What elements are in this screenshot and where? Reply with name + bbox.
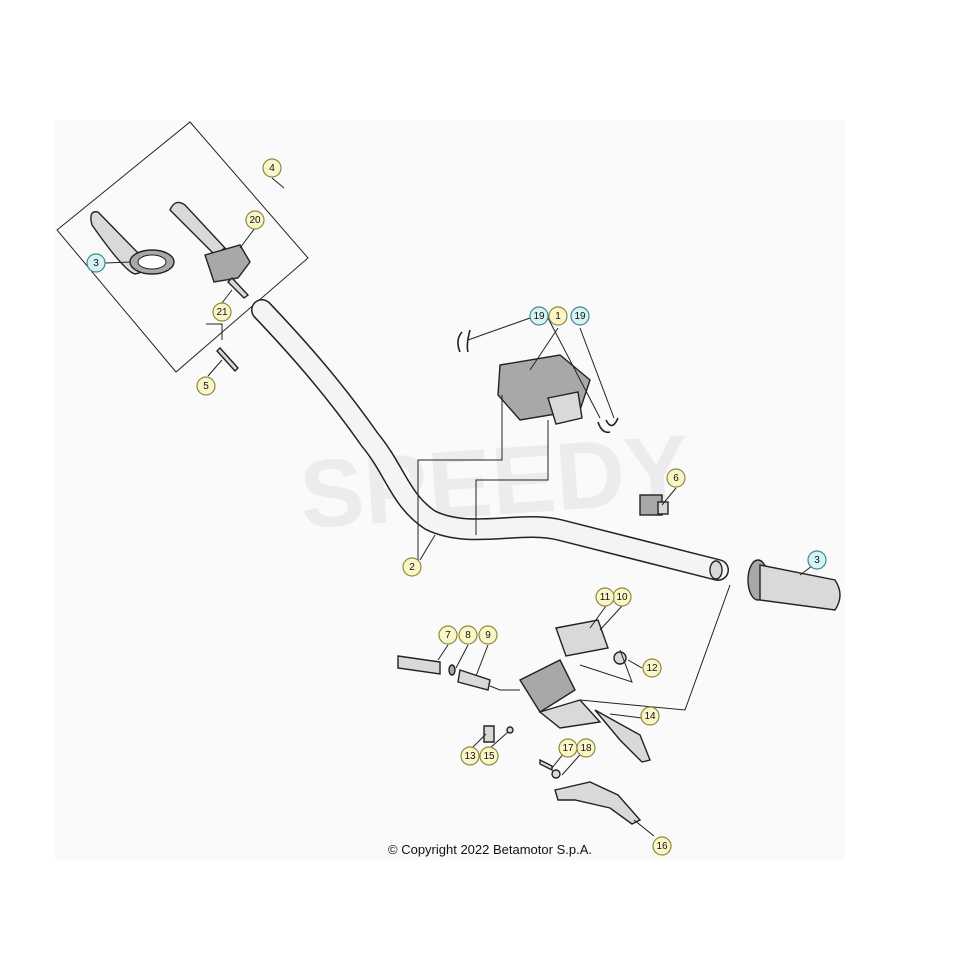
callout-circle	[438, 625, 458, 645]
callout-16: 16	[652, 836, 672, 856]
pin-part	[216, 346, 239, 373]
callout-circle	[640, 706, 660, 726]
callout-label: 15	[483, 751, 495, 762]
callout-label: 4	[269, 163, 275, 174]
callout-21: 21	[212, 302, 232, 322]
callout-label: 12	[646, 663, 658, 674]
leader-lines	[104, 177, 821, 837]
callout-label: 11	[600, 592, 611, 603]
callout-label: 7	[445, 630, 451, 641]
callout-label: 3	[93, 258, 99, 269]
callout-label: 14	[644, 711, 656, 722]
callout-13: 13	[460, 746, 480, 766]
callout-circle	[460, 746, 480, 766]
callout-circle	[196, 376, 216, 396]
callout-label: 8	[465, 630, 471, 641]
callout-10: 10	[612, 587, 632, 607]
callout-circle	[548, 306, 568, 326]
callout-5: 5	[196, 376, 216, 396]
copyright-text: © Copyright 2022 Betamotor S.p.A.	[388, 842, 592, 857]
callout-3: 3	[86, 253, 106, 273]
callout-1: 1	[548, 306, 568, 326]
callout-label: 9	[485, 630, 491, 641]
handlebar-clamp	[457, 329, 619, 434]
callout-6: 6	[666, 468, 686, 488]
callout-label: 18	[580, 743, 592, 754]
callout-2: 2	[402, 557, 422, 577]
callout-11: 11	[595, 587, 615, 607]
diagram-panel	[55, 120, 845, 860]
callout-label: 13	[464, 751, 476, 762]
callout-17: 17	[558, 738, 578, 758]
callout-label: 3	[814, 555, 820, 566]
callout-8: 8	[458, 625, 478, 645]
callout-7: 7	[438, 625, 458, 645]
callout-label: 10	[616, 592, 628, 603]
clutch-lever	[539, 758, 642, 825]
callout-label: 19	[574, 311, 586, 322]
callout-label: 16	[656, 841, 668, 852]
callout-label: 20	[249, 215, 261, 226]
callout-20: 20	[245, 210, 265, 230]
callout-18: 18	[576, 738, 596, 758]
callout-circle	[402, 557, 422, 577]
callout-label: 5	[203, 381, 209, 392]
callout-circle	[595, 587, 615, 607]
callout-circle	[529, 306, 549, 326]
callout-circle	[479, 746, 499, 766]
callout-15: 15	[479, 746, 499, 766]
callout-circle	[262, 158, 282, 178]
handlebar	[251, 299, 729, 581]
bolt-parts	[483, 725, 514, 743]
callout-circle	[478, 625, 498, 645]
callout-label: 17	[562, 743, 574, 754]
callout-14: 14	[640, 706, 660, 726]
throttle-grip	[169, 201, 251, 299]
callout-label: 1	[555, 311, 561, 322]
right-grip	[747, 559, 841, 611]
callout-12: 12	[642, 658, 662, 678]
callout-19: 19	[529, 306, 549, 326]
callout-circle	[642, 658, 662, 678]
callout-circle	[458, 625, 478, 645]
callout-circle	[652, 836, 672, 856]
callout-label: 21	[216, 307, 228, 318]
callout-label: 6	[673, 473, 679, 484]
grip-kit-box	[56, 121, 309, 373]
callout-circle	[576, 738, 596, 758]
callout-circle	[570, 306, 590, 326]
callout-9: 9	[478, 625, 498, 645]
callout-3: 3	[807, 550, 827, 570]
callout-4: 4	[262, 158, 282, 178]
master-cylinder	[518, 619, 651, 763]
callout-label: 19	[533, 311, 545, 322]
left-grip	[90, 211, 175, 275]
callout-label: 2	[409, 562, 415, 573]
callout-circle	[212, 302, 232, 322]
push-rod-parts	[397, 655, 491, 691]
callout-circle	[245, 210, 265, 230]
callout-19: 19	[570, 306, 590, 326]
callout-circle	[807, 550, 827, 570]
callout-circle	[666, 468, 686, 488]
callout-circle	[86, 253, 106, 273]
